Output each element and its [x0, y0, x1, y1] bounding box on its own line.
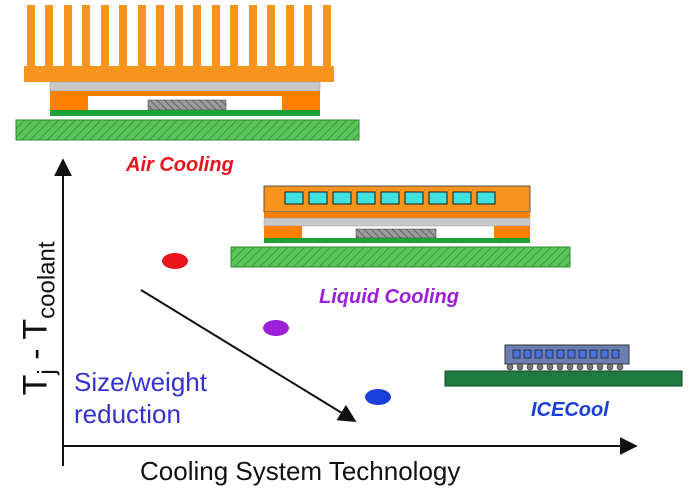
point-icecool	[365, 389, 391, 405]
reduction-arrow	[140, 289, 357, 422]
label-icecool: ICECool	[531, 399, 609, 421]
left-pad	[50, 96, 88, 110]
y-axis-sub-j: j	[33, 369, 61, 375]
heat-spreader	[49, 81, 321, 92]
liquid-substrate	[264, 238, 530, 243]
y-axis-main: T	[16, 374, 55, 396]
liquid-orange-layer	[264, 212, 530, 218]
reduction-line-1: Size/weight	[74, 367, 207, 397]
y-axis-label: Tj - Tcoolant	[17, 213, 62, 423]
icecool-assembly	[444, 344, 683, 387]
icecool-board	[444, 370, 683, 387]
icecool-solder-bumps	[506, 363, 624, 371]
coolant-channels	[284, 191, 496, 205]
label-size-weight-reduction: Size/weight reduction	[74, 366, 207, 430]
point-air-cooling	[162, 253, 188, 269]
liquid-right-pad	[494, 226, 530, 238]
y-axis-mid: - T	[16, 318, 55, 370]
liquid-chip	[355, 228, 437, 239]
label-air-cooling: Air Cooling	[126, 154, 234, 176]
heatsink-base	[24, 66, 334, 82]
right-pad	[282, 96, 320, 110]
liquid-left-pad	[264, 226, 302, 238]
reduction-line-2: reduction	[74, 399, 181, 429]
y-axis-sub-coolant: coolant	[33, 241, 61, 319]
liquid-spreader	[263, 217, 531, 227]
icecool-chip-package	[504, 344, 630, 365]
x-axis-label: Cooling System Technology	[140, 456, 461, 486]
liquid-cooling-assembly	[230, 185, 571, 268]
heatsink-fins	[27, 5, 331, 67]
air-cooling-assembly	[15, 5, 360, 141]
chip	[147, 99, 227, 111]
orange-layer	[50, 91, 320, 96]
circuit-board	[15, 119, 360, 141]
point-liquid-cooling	[263, 320, 289, 336]
icecool-microchannels	[512, 349, 620, 359]
label-liquid-cooling: Liquid Cooling	[319, 286, 459, 308]
liquid-circuit-board	[230, 246, 571, 268]
substrate	[50, 110, 320, 116]
